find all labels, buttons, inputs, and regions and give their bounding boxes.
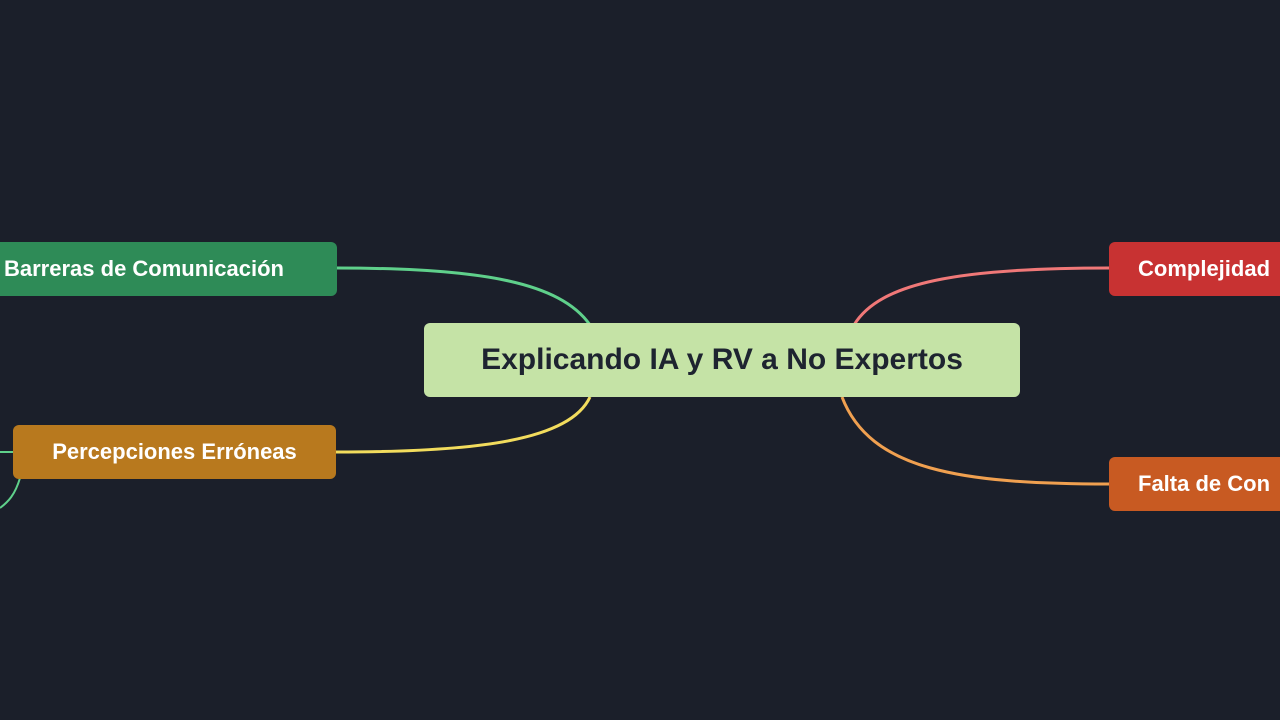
connector-percepciones <box>335 396 592 454</box>
connector-barreras <box>336 266 592 326</box>
branch-node-falta[interactable]: Falta de Con <box>1109 457 1280 511</box>
branch-label-complejidad: Complejidad <box>1138 256 1271 281</box>
branch-label-percepciones: Percepciones Erróneas <box>52 439 297 464</box>
central-topic-node[interactable]: Explicando IA y RV a No Expertos <box>424 323 1020 397</box>
connector-offscreen-child-2 <box>0 477 21 509</box>
branch-node-percepciones[interactable]: Percepciones Erróneas <box>13 425 336 479</box>
branch-node-barreras[interactable]: Barreras de Comunicación <box>0 242 337 296</box>
connector-complejidad <box>852 266 1110 326</box>
branch-node-complejidad[interactable]: Complejidad <box>1109 242 1280 296</box>
branch-label-falta: Falta de Con <box>1138 471 1271 496</box>
central-topic-label: Explicando IA y RV a No Expertos <box>481 343 963 376</box>
connector-falta <box>840 396 1110 486</box>
branch-label-barreras: Barreras de Comunicación <box>4 256 284 281</box>
